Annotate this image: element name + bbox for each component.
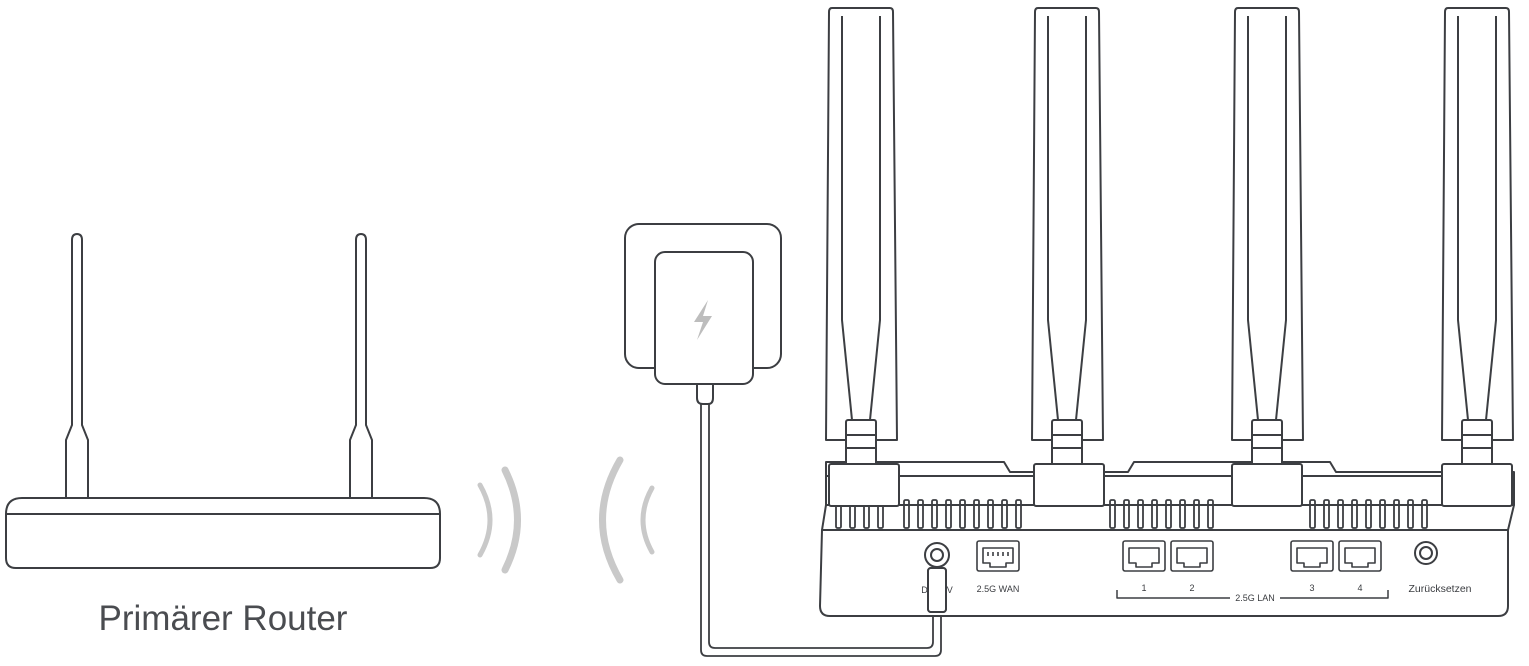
wan-port-label: 2.5G WAN [977, 584, 1020, 594]
dc-plug-overlay [927, 567, 947, 613]
wifi-waves-right [599, 456, 655, 584]
lan-port-4 [1338, 540, 1382, 572]
lan-port-1-label: 1 [1141, 583, 1146, 593]
lightning-bolt-icon [694, 300, 712, 340]
lan-port-2-label: 2 [1189, 583, 1194, 593]
new-router-chassis [825, 461, 1515, 506]
new-router-antenna-4 [1441, 7, 1514, 451]
reset-button [1414, 541, 1438, 565]
primary-router-body [5, 497, 441, 569]
lan-port-3 [1290, 540, 1334, 572]
wifi-waves-icon [477, 456, 655, 584]
primary-router-label: Primärer Router [99, 599, 348, 638]
wifi-waves-left [477, 466, 521, 574]
lan-port-1 [1122, 540, 1166, 572]
new-router-antenna-1 [825, 7, 898, 451]
new-router-antenna-2 [1031, 7, 1104, 451]
primary-router-antenna-right [349, 233, 373, 499]
antenna-mounts [828, 447, 1513, 507]
primary-router-antenna-left [65, 233, 89, 499]
new-router-back-panel [819, 504, 1515, 617]
primary-router [5, 233, 441, 569]
new-router [819, 7, 1515, 617]
lan-port-4-label: 4 [1357, 583, 1362, 593]
lan-port-2 [1170, 540, 1214, 572]
lan-group-label: 2.5G LAN [1235, 593, 1275, 603]
new-router-antenna-3 [1231, 7, 1304, 451]
wan-port [976, 540, 1020, 572]
power-cable [700, 404, 942, 657]
lan-group-bracket [1116, 590, 1389, 599]
reset-button-label: Zurücksetzen [1408, 583, 1471, 595]
lan-port-3-label: 3 [1309, 583, 1314, 593]
